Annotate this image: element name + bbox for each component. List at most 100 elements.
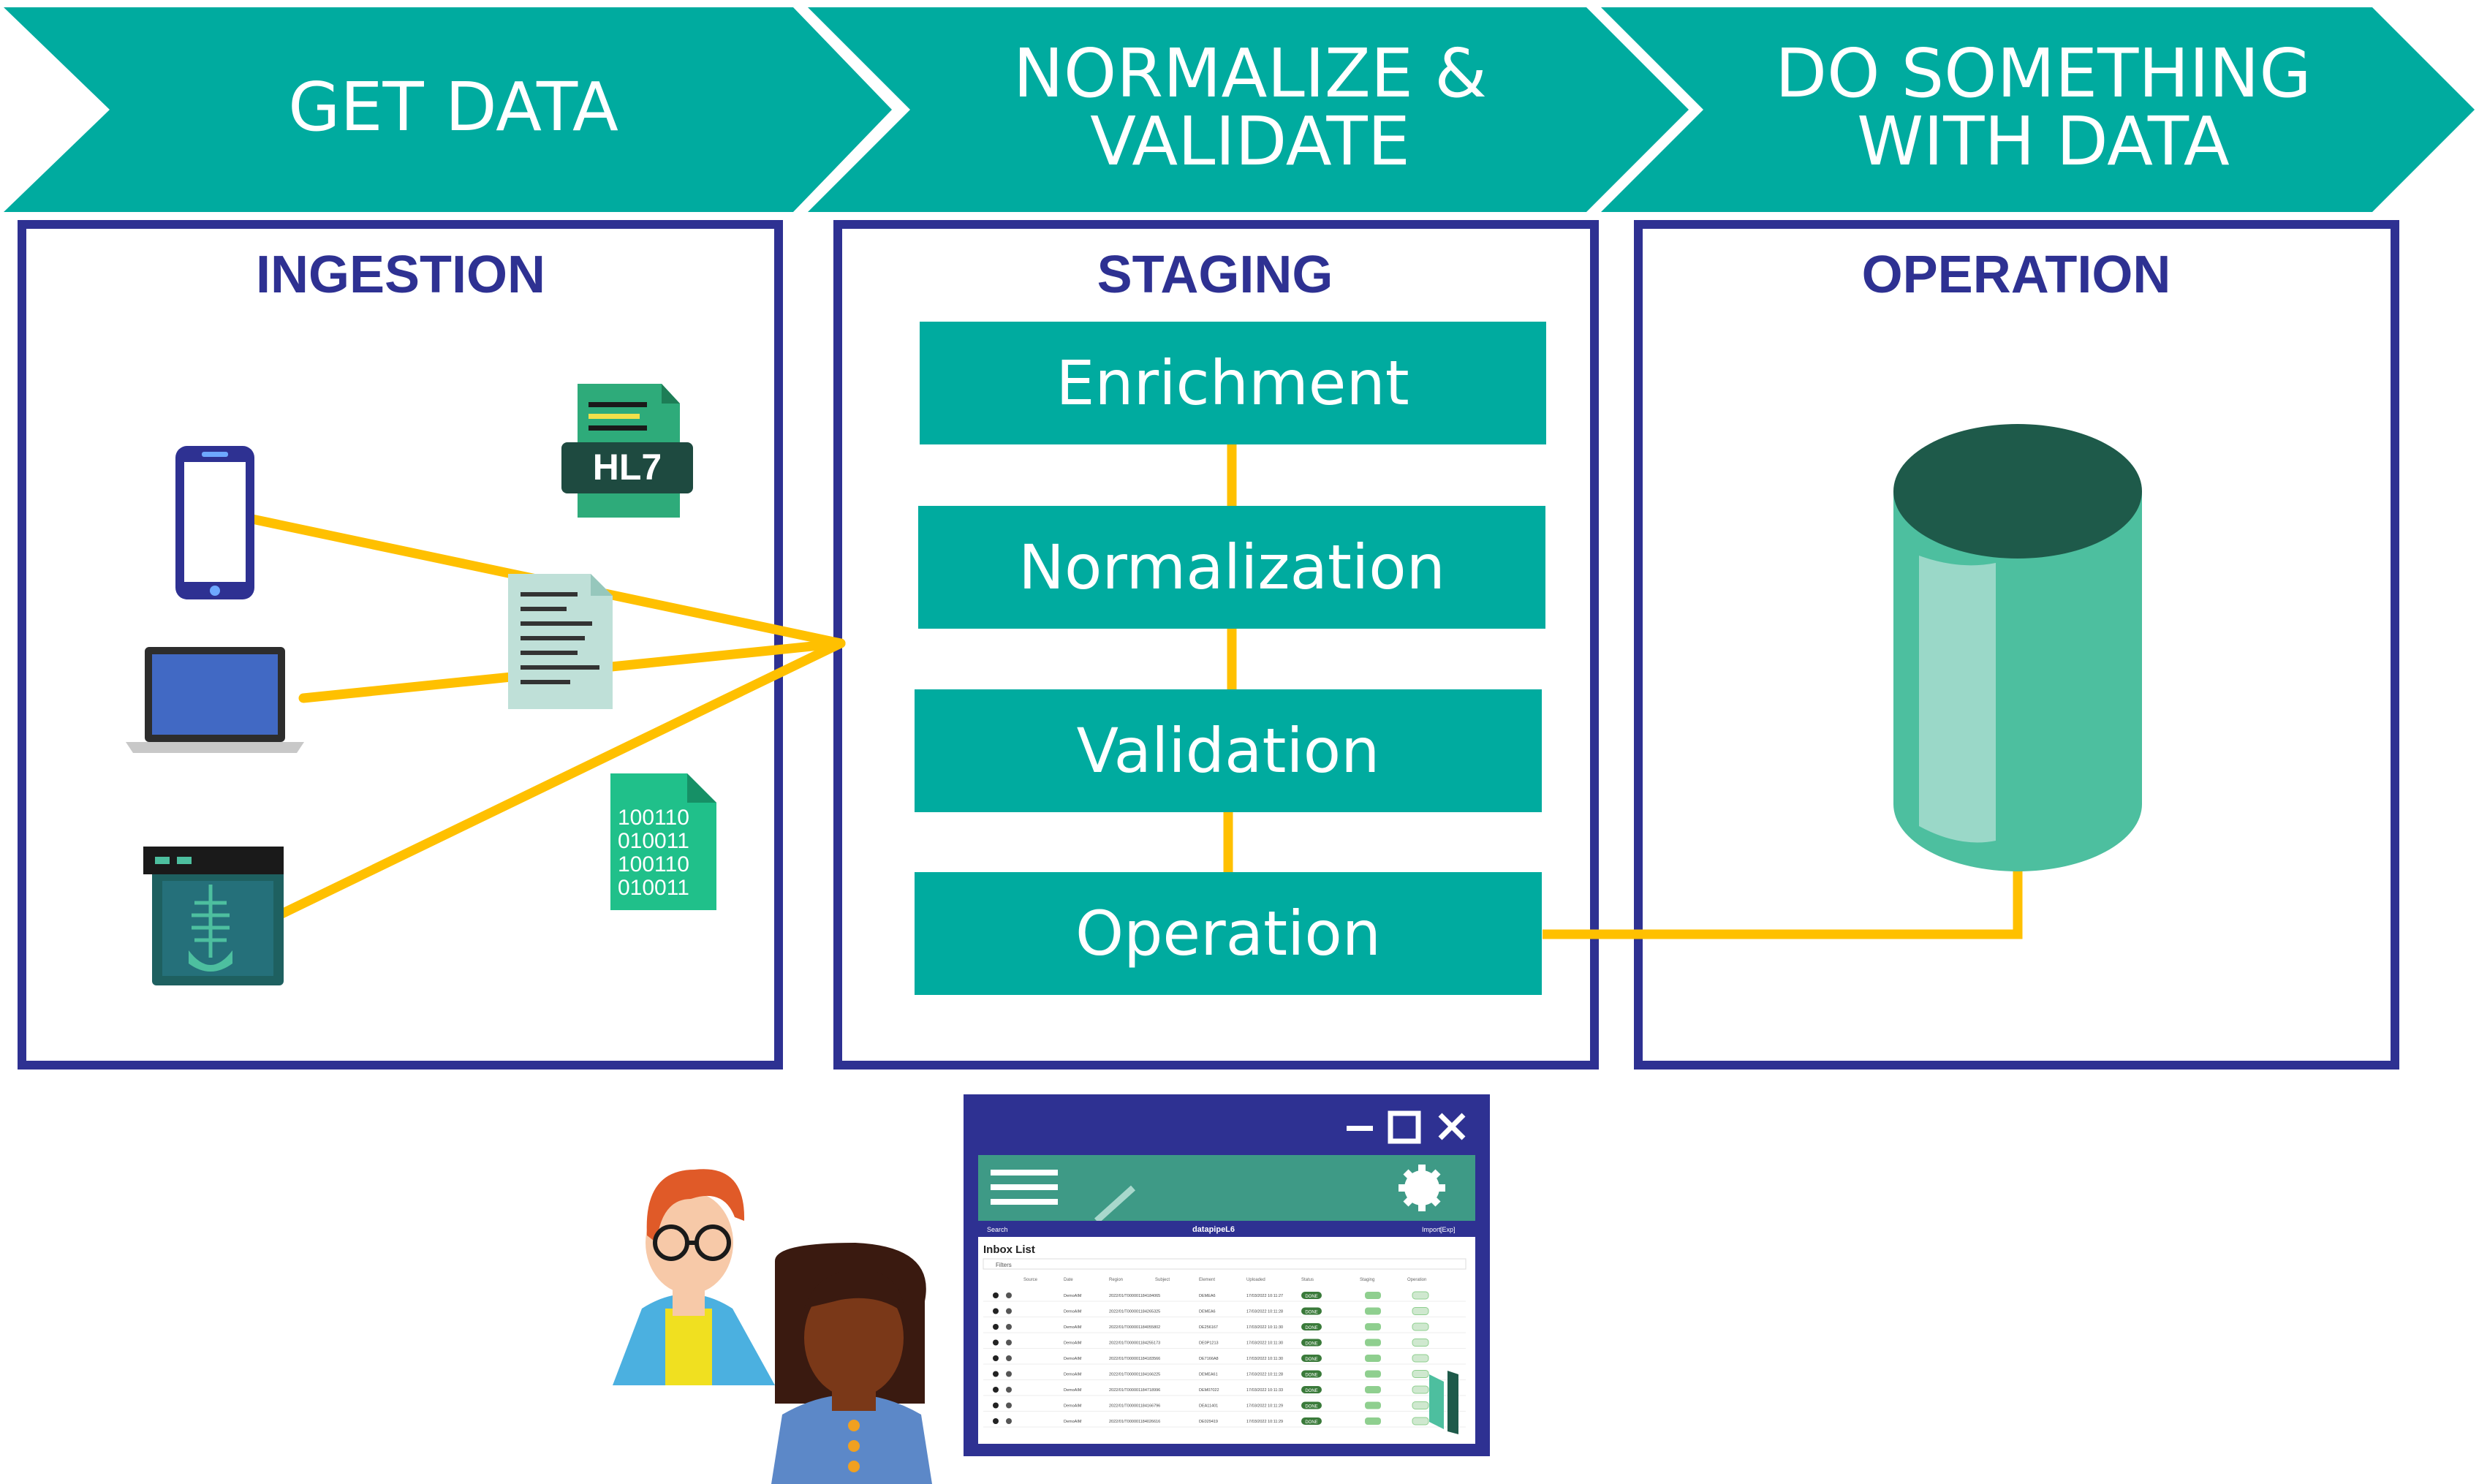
status-badge: [1301, 1323, 1322, 1330]
status-badge: [1301, 1292, 1322, 1299]
logo-mark-icon: [1429, 1371, 1458, 1434]
table-header-cell: Source: [1023, 1278, 1038, 1282]
import-label[interactable]: Import: [1422, 1226, 1441, 1233]
user-man-icon: [613, 1169, 775, 1385]
table-cell: DE256167: [1199, 1325, 1218, 1330]
table-cell: DemoAIM: [1064, 1373, 1082, 1377]
table-cell: 17/03/2022 10:11:30: [1246, 1325, 1283, 1330]
table-cell: 2022/01/T000001184255173: [1109, 1341, 1160, 1346]
stage-normalization: Normalization: [918, 506, 1545, 629]
stage-operation-label: Operation: [1075, 898, 1381, 969]
status-badge-label: DONE: [1305, 1311, 1317, 1315]
stage-enrichment: Enrichment: [920, 322, 1546, 444]
row-view-icon: [1006, 1402, 1012, 1409]
status-badge-label: DONE: [1305, 1295, 1317, 1299]
table-cell: 17/03/2022 10:11:30: [1246, 1357, 1283, 1361]
table-header-cell: Region: [1109, 1278, 1123, 1282]
xray-icon: [143, 847, 284, 985]
row-expand-icon: [993, 1292, 999, 1298]
status-badge-label: DONE: [1305, 1358, 1317, 1362]
binary-line-1: 100110: [618, 806, 689, 830]
table-cell: DEMEA6: [1199, 1310, 1216, 1314]
table-row[interactable]: DemoAIM 2022/01/T000001184184065 DEMEA6 17/…: [983, 1291, 1466, 1302]
user-label[interactable]: [Exp]: [1440, 1226, 1456, 1233]
table-cell: DemoAIM: [1064, 1325, 1082, 1330]
row-expand-icon: [993, 1402, 999, 1409]
status-badge: [1301, 1386, 1322, 1393]
table-cell: 2022/01/T000001184265325: [1109, 1310, 1160, 1314]
close-icon[interactable]: [1438, 1113, 1466, 1140]
table-header-cell: Date: [1064, 1278, 1073, 1282]
hamburger-menu-icon[interactable]: [991, 1170, 1058, 1205]
table-cell: 2022/01/T000001184184065: [1109, 1294, 1160, 1298]
row-view-icon: [1006, 1355, 1012, 1361]
status-badge: [1301, 1339, 1322, 1347]
staging-indicator: [1365, 1401, 1381, 1409]
operation-indicator: [1412, 1354, 1429, 1363]
table-cell: 17/03/2022 10:11:29: [1246, 1420, 1283, 1424]
table-cell: DemoAIM: [1064, 1420, 1082, 1424]
table-header-cell: Operation: [1407, 1278, 1426, 1282]
table-header-cell: Element: [1199, 1278, 1215, 1282]
binary-line-2: 010011: [618, 829, 689, 853]
row-view-icon: [1006, 1292, 1012, 1298]
smartphone-icon: [175, 446, 254, 599]
search-label[interactable]: Search: [987, 1226, 1008, 1233]
status-badge: [1301, 1370, 1322, 1378]
table-cell: DE0P1213: [1199, 1341, 1219, 1346]
table-cell: 17/03/2022 10:11:28: [1246, 1373, 1283, 1377]
table-cell: 17/03/2022 10:11:30: [1246, 1341, 1283, 1346]
row-view-icon: [1006, 1308, 1012, 1314]
table-cell: 17/03/2022 10:11:33: [1246, 1388, 1283, 1393]
status-badge: [1301, 1417, 1322, 1425]
filters-label[interactable]: Filters: [996, 1262, 1012, 1268]
operation-panel: [1634, 220, 2399, 1070]
table-cell: DEMEA6: [1199, 1294, 1216, 1298]
table-cell: DemoAIM: [1064, 1294, 1082, 1298]
operation-indicator: [1412, 1322, 1429, 1331]
table-cell: DEMEA61: [1199, 1373, 1218, 1377]
binary-line-4: 010011: [618, 876, 689, 900]
binary-line-3: 100110: [618, 852, 689, 877]
table-cell: 2022/01/T000001184183566: [1109, 1357, 1160, 1361]
chevron-do-something: DO SOMETHING WITH DATA: [1601, 7, 2475, 212]
status-badge: [1301, 1307, 1322, 1315]
inbox-title: Inbox List: [983, 1243, 1035, 1256]
chevron-normalize-line-1: NORMALIZE &: [1013, 34, 1487, 113]
table-cell: 2022/01/T000001184026616: [1109, 1420, 1160, 1424]
staging-indicator: [1365, 1307, 1381, 1315]
gear-icon[interactable]: [1399, 1165, 1445, 1211]
row-view-icon: [1006, 1418, 1012, 1424]
table-cell: 17/03/2022 10:11:27: [1246, 1294, 1283, 1298]
stage-validation-label: Validation: [1077, 715, 1380, 787]
table-cell: DemoAIM: [1064, 1357, 1082, 1361]
user-woman-icon: [771, 1243, 932, 1484]
table-cell: 17/03/2022 10:11:28: [1246, 1310, 1283, 1314]
staging-indicator: [1365, 1417, 1381, 1425]
table-header-cell: Staging: [1360, 1278, 1374, 1282]
operation-indicator: [1412, 1339, 1429, 1347]
maximize-icon[interactable]: [1388, 1110, 1421, 1144]
row-expand-icon: [993, 1387, 999, 1393]
hl7-file-icon: HL7: [561, 384, 693, 518]
minimize-icon[interactable]: [1347, 1126, 1373, 1131]
stage-enrichment-label: Enrichment: [1056, 347, 1409, 419]
staging-indicator: [1365, 1292, 1381, 1299]
ingestion-title: INGESTION: [256, 246, 545, 304]
operation-indicator: [1412, 1307, 1429, 1315]
status-badge-label: DONE: [1305, 1342, 1317, 1347]
chevron-do-something-line-2: WITH DATA: [1857, 102, 2230, 181]
staging-indicator: [1365, 1386, 1381, 1393]
row-expand-icon: [993, 1308, 999, 1314]
table-cell: DemoAIM: [1064, 1404, 1082, 1409]
